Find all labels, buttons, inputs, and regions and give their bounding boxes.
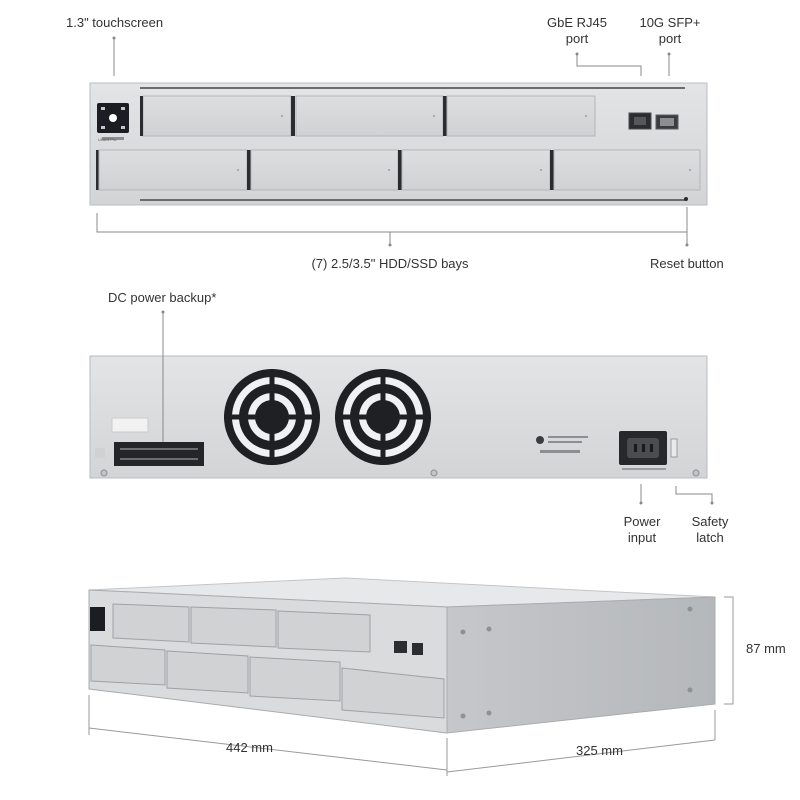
power-input-label-line1: Power bbox=[623, 514, 661, 529]
isometric-view bbox=[88, 577, 716, 734]
fan-left bbox=[224, 369, 320, 465]
front-callouts bbox=[96, 36, 689, 247]
width-dimension-label: 442 mm bbox=[226, 740, 273, 755]
brand-mark: UNAS Pro bbox=[98, 137, 117, 142]
reset-button-label: Reset button bbox=[650, 256, 724, 271]
fan-right bbox=[335, 369, 431, 465]
power-input-label-line2: input bbox=[627, 530, 657, 545]
safety-latch-label-line1: Safety bbox=[691, 514, 729, 529]
sfp-port-label-line1: 10G SFP+ bbox=[639, 15, 701, 30]
height-dimension-label: 87 mm bbox=[746, 641, 786, 656]
touchscreen-label: 1.3" touchscreen bbox=[66, 15, 164, 30]
dc-power-connector[interactable] bbox=[114, 442, 204, 466]
sfp-port-label: 10G SFP+ port bbox=[632, 15, 708, 47]
safety-latch[interactable] bbox=[670, 438, 678, 458]
power-input-label: Power input bbox=[612, 514, 672, 546]
dc-power-label: DC power backup* bbox=[108, 290, 217, 305]
top-bay-row bbox=[140, 95, 596, 137]
reset-button[interactable] bbox=[684, 197, 688, 201]
bays-label: (7) 2.5/3.5" HDD/SSD bays bbox=[311, 256, 469, 271]
front-view bbox=[89, 82, 708, 206]
sfp-port-label-line2: port bbox=[658, 31, 682, 46]
rear-callouts bbox=[161, 310, 714, 505]
bottom-bay-row bbox=[96, 149, 701, 191]
rj45-port-label: GbE RJ45 port bbox=[540, 15, 614, 47]
dimension-lines bbox=[88, 596, 734, 776]
rj45-port-label-line1: GbE RJ45 bbox=[547, 15, 607, 30]
rear-view bbox=[89, 355, 708, 479]
depth-dimension-label: 325 mm bbox=[576, 743, 623, 758]
compliance-label bbox=[536, 436, 588, 453]
safety-latch-label: Safety latch bbox=[680, 514, 740, 546]
safety-latch-label-line2: latch bbox=[696, 530, 724, 545]
rj45-port-label-line2: port bbox=[565, 31, 589, 46]
